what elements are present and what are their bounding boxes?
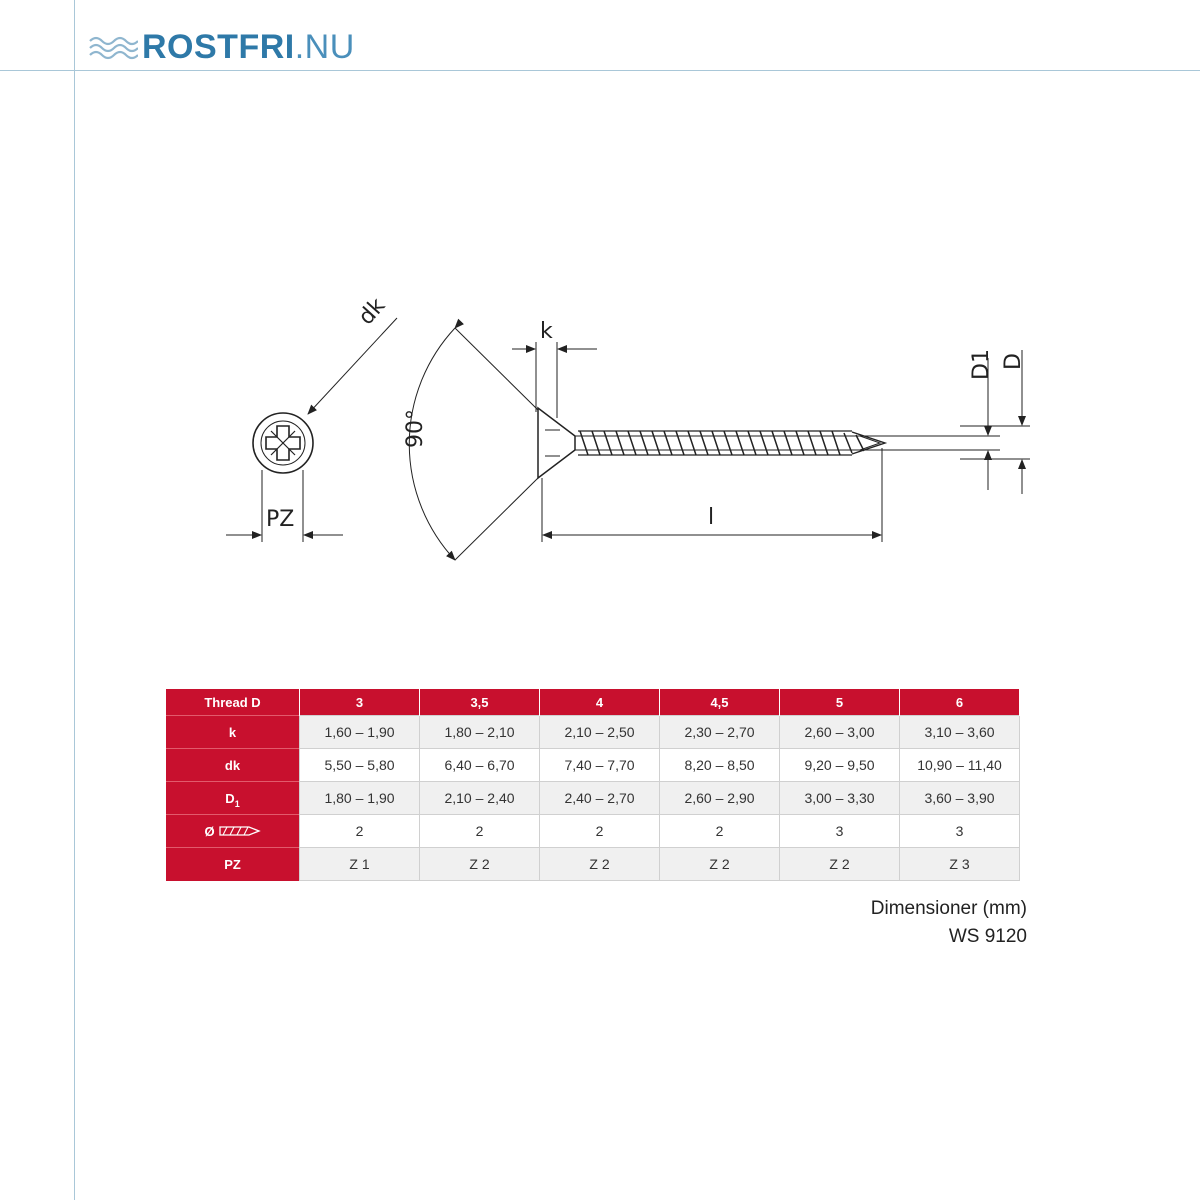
table-cell: Z 1 [299, 847, 420, 881]
table-cell: 3,10 – 3,60 [899, 715, 1020, 749]
label-d1: D1 [969, 349, 994, 380]
table-cell: Z 2 [539, 847, 660, 881]
label-l: l [708, 505, 714, 530]
table-cell: 9,20 – 9,50 [779, 748, 900, 782]
column-header: 3 [299, 689, 420, 716]
table-cell: 3 [779, 814, 900, 848]
row-header-subscript: 1 [234, 798, 240, 809]
table-cell: 2 [299, 814, 420, 848]
table-cell: 7,40 – 7,70 [539, 748, 660, 782]
length-dimension [541, 448, 883, 542]
table-cell: 6,40 – 6,70 [419, 748, 540, 782]
table-row: k 1,60 – 1,90 1,80 – 2,10 2,10 – 2,50 2,… [166, 715, 1020, 749]
table-cell: 1,80 – 1,90 [299, 781, 420, 815]
waves-icon [89, 36, 138, 60]
brand-logo[interactable]: ROSTFRI.NU [88, 26, 355, 68]
dimension-table: Thread D 3 3,5 4 4,5 5 6 k 1,60 – 1,90 1… [166, 689, 1020, 881]
table-cell: Z 2 [659, 847, 780, 881]
table-cell: 2 [539, 814, 660, 848]
label-pz: PZ [266, 507, 294, 532]
brand-name: ROSTFRI.NU [142, 28, 355, 66]
table-row: dk 5,50 – 5,80 6,40 – 6,70 7,40 – 7,70 8… [166, 748, 1020, 782]
column-header: 5 [779, 689, 900, 716]
row-header-text: D [225, 790, 235, 806]
header-divider [0, 70, 1200, 71]
dimension-footnote: Dimensioner (mm) WS 9120 [871, 895, 1027, 951]
table-cell: Z 2 [779, 847, 900, 881]
table-row: Ø 2 2 2 2 3 3 [166, 814, 1020, 848]
product-code: WS 9120 [948, 926, 1027, 947]
table-header-row: Thread D 3 3,5 4 4,5 5 6 [166, 689, 1020, 716]
label-k: k [540, 319, 553, 344]
brand-suffix: .NU [294, 28, 355, 66]
table-cell: 2,60 – 3,00 [779, 715, 900, 749]
column-header: 4 [539, 689, 660, 716]
drill-bit-icon [218, 826, 261, 836]
row-header: PZ [166, 847, 300, 881]
table-row: D1 1,80 – 1,90 2,10 – 2,40 2,40 – 2,70 2… [166, 781, 1020, 815]
table-cell: 3,60 – 3,90 [899, 781, 1020, 815]
table-cell: 2 [659, 814, 780, 848]
label-angle: 90° [403, 409, 428, 448]
row-header-text: Ø [204, 823, 215, 839]
table-cell: 2,60 – 2,90 [659, 781, 780, 815]
column-header: 3,5 [419, 689, 540, 716]
screw-side-view [537, 406, 990, 480]
table-cell: Z 2 [419, 847, 540, 881]
table-cell: 3 [899, 814, 1020, 848]
head-angle-dimension [408, 318, 539, 561]
screw-head-top-view [226, 317, 398, 542]
row-header: dk [166, 748, 300, 782]
table-cell: 1,60 – 1,90 [299, 715, 420, 749]
table-row: PZ Z 1 Z 2 Z 2 Z 2 Z 2 Z 3 [166, 847, 1020, 881]
row-header: k [166, 715, 300, 749]
label-dk: dk [354, 293, 391, 330]
table-cell: 2,40 – 2,70 [539, 781, 660, 815]
table-cell: 2 [419, 814, 540, 848]
table-cell: 10,90 – 11,40 [899, 748, 1020, 782]
units-note: Dimensioner (mm) [870, 898, 1027, 919]
table-cell: Z 3 [899, 847, 1020, 881]
table-cell: 1,80 – 2,10 [419, 715, 540, 749]
column-header: 6 [899, 689, 1020, 716]
row-header: D1 [166, 781, 300, 815]
table-cell: 2,10 – 2,50 [539, 715, 660, 749]
table-cell: 8,20 – 8,50 [659, 748, 780, 782]
table-cell: 5,50 – 5,80 [299, 748, 420, 782]
table-cell: 3,00 – 3,30 [779, 781, 900, 815]
diameter-dimensions [960, 350, 1030, 494]
margin-divider [74, 0, 75, 1200]
row-header: Ø [166, 814, 300, 848]
head-height-dimension [512, 342, 597, 418]
table-corner-label: Thread D [166, 689, 300, 716]
column-header: 4,5 [659, 689, 780, 716]
table-cell: 2,10 – 2,40 [419, 781, 540, 815]
label-d: D [1001, 353, 1026, 370]
table-cell: 2,30 – 2,70 [659, 715, 780, 749]
